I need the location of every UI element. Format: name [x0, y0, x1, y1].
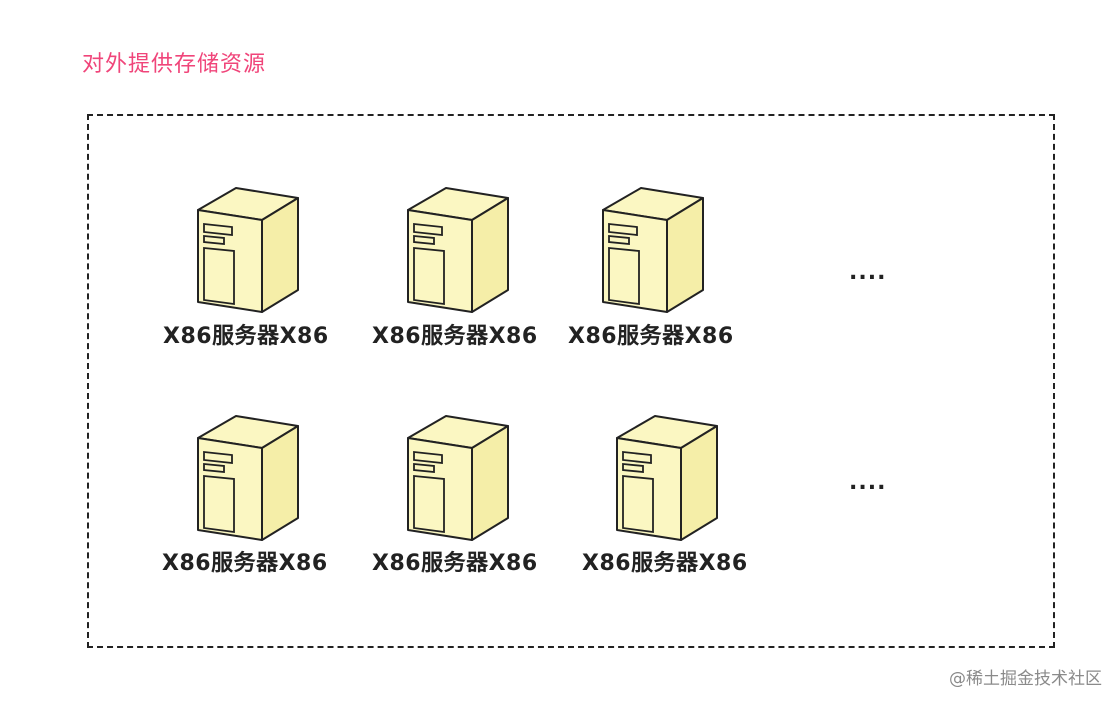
server-tower-icon: [196, 414, 300, 544]
storage-cluster-boundary: [87, 114, 1055, 648]
server-label: X86服务器X86: [568, 324, 734, 349]
server-tower-icon: [406, 414, 510, 544]
more-servers-ellipsis: ....: [849, 470, 887, 495]
diagram-title: 对外提供存储资源: [82, 52, 267, 77]
server-tower-icon: [615, 414, 719, 544]
server-label: X86服务器X86: [372, 324, 538, 349]
server-tower-icon: [406, 186, 510, 316]
server-tower-icon: [196, 186, 300, 316]
server-label: X86服务器X86: [582, 551, 748, 576]
more-servers-ellipsis: ....: [849, 260, 887, 285]
server-tower-icon: [601, 186, 705, 316]
watermark: @稀土掘金技术社区: [949, 669, 1102, 689]
server-label: X86服务器X86: [372, 551, 538, 576]
server-label: X86服务器X86: [163, 324, 329, 349]
server-label: X86服务器X86: [162, 551, 328, 576]
